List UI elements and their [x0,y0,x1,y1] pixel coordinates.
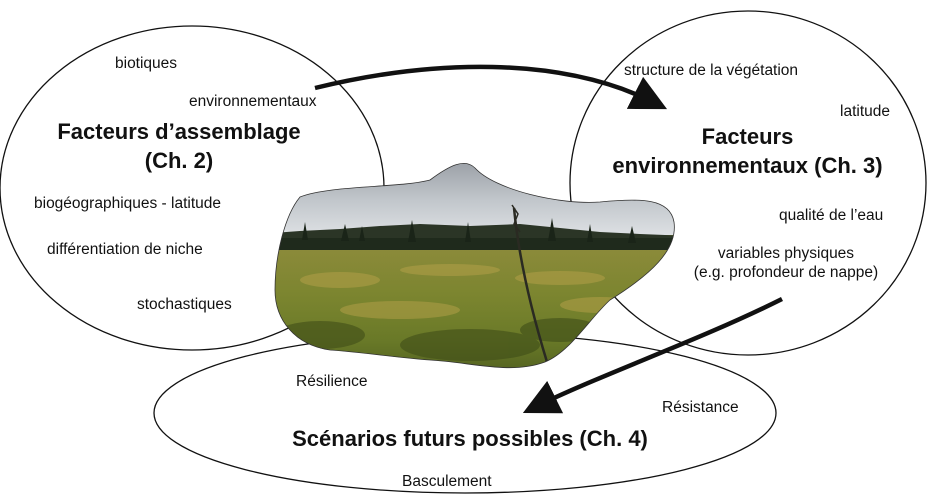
label-differentiation: différentiation de niche [47,241,203,258]
label-stochastiques: stochastiques [137,296,232,313]
circle-environment [569,10,927,356]
label-qualite-eau: qualité de l’eau [779,207,884,224]
label-structure-vegetation: structure de la végétation [624,62,799,79]
label-environnementaux: environnementaux [189,93,317,110]
title-assembly: Facteurs d’assemblage (Ch. 2) [18,118,340,175]
label-resistance: Résistance [662,399,739,416]
arrow-environment-to-futures [522,296,784,414]
arrow-assembly-to-environment [314,64,668,110]
label-resilience: Résilience [296,373,368,390]
title-assembly-line1: Facteurs d’assemblage [57,119,301,144]
title-environment-line1: Facteurs [701,124,794,149]
title-environment: Facteurs environnementaux (Ch. 3) [570,123,925,180]
title-futures: Scénarios futurs possibles (Ch. 4) [292,426,648,451]
label-latitude: latitude [840,103,890,120]
label-basculement: Basculement [402,473,492,490]
label-biotiques: biotiques [115,55,178,72]
title-environment-line2: environnementaux (Ch. 3) [612,152,883,178]
label-variables-physiques-line2: (e.g. profondeur de nappe) [693,264,879,282]
title-assembly-line2: (Ch. 2) [144,147,214,173]
label-variables-physiques-line1: variables physiques [717,245,855,262]
landscape-photo [275,163,675,368]
photo-outline [274,163,675,369]
label-biogeographiques: biogéographiques - latitude [34,195,221,212]
label-variables-physiques: variables physiques (e.g. profondeur de … [670,244,902,283]
